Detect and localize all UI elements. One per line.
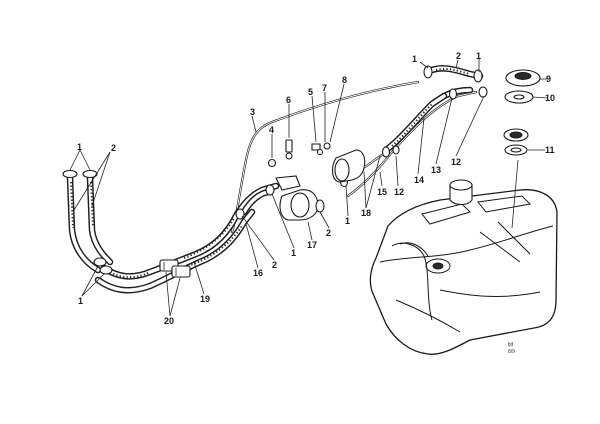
hose-clamps (62, 65, 488, 275)
reference-line-1: fjd (508, 342, 514, 348)
part-label-5: 5 (308, 87, 313, 97)
reference-line-2: 8/9 (508, 349, 515, 355)
part-label-13: 13 (431, 165, 441, 175)
fuel-filter (331, 149, 366, 183)
part-label-4: 4 (269, 125, 274, 135)
part-label-3: 3 (250, 107, 255, 117)
part-label-1-mid: 1 (345, 216, 350, 226)
part-labels: 1 2 1 9 10 11 3 6 5 7 8 4 13 12 14 12 15… (77, 51, 555, 326)
fuel-pipes (66, 65, 484, 294)
part-label-left-1: 1 (77, 142, 82, 152)
part-label-16: 16 (253, 268, 263, 278)
part-label-10: 10 (545, 93, 555, 103)
part-label-top-1a: 1 (412, 54, 417, 64)
tank-filler-neck (449, 179, 473, 206)
part-label-9: 9 (546, 74, 551, 84)
fuel-tank (369, 189, 558, 355)
part-label-15: 15 (377, 187, 387, 197)
part-label-left-2: 2 (111, 143, 116, 153)
leader-lines (69, 58, 548, 317)
pipe-connectors (159, 259, 191, 278)
part-label-12a: 12 (451, 157, 461, 167)
part-label-top-2: 2 (456, 51, 461, 61)
part-label-1-lower: 1 (291, 248, 296, 258)
diagram-reference: fjd 8/9 (508, 342, 515, 355)
part-label-7: 7 (322, 83, 327, 93)
small-fittings (267, 139, 331, 168)
part-label-17: 17 (307, 240, 317, 250)
part-label-20: 20 (164, 316, 174, 326)
part-label-12b: 12 (394, 187, 404, 197)
part-label-8: 8 (342, 75, 347, 85)
part-label-11: 11 (545, 145, 555, 155)
fuel-pump (275, 175, 325, 221)
part-label-left-1b: 1 (78, 296, 83, 306)
part-label-18: 18 (361, 208, 371, 218)
part-label-top-1b: 1 (476, 51, 481, 61)
part-label-19: 19 (200, 294, 210, 304)
fuel-sender-assembly (503, 69, 541, 156)
part-label-2-mid: 2 (326, 228, 331, 238)
part-label-2-lower: 2 (272, 260, 277, 270)
part-label-6: 6 (286, 95, 291, 105)
part-label-14: 14 (414, 175, 424, 185)
